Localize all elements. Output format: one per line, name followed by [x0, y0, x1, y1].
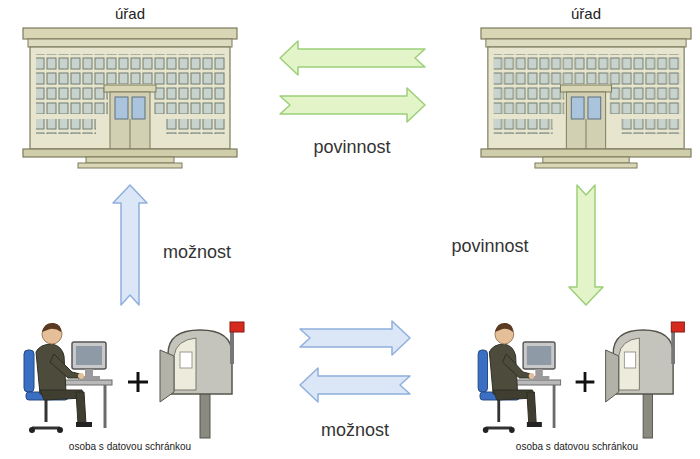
office-node: úřad: [10, 5, 280, 185]
arrow-label: povinnost: [313, 137, 390, 158]
block-arrow: [280, 41, 425, 75]
person-caption: osoba s datovou schránkou: [69, 441, 191, 453]
block-arrow: [569, 185, 603, 305]
arrow-label: možnost: [321, 420, 389, 441]
block-arrow: [300, 321, 410, 355]
person-caption: osoba s datovou schránkou: [516, 441, 638, 453]
person-node: osoba s datovou schránkou: [5, 305, 300, 455]
block-arrow: [113, 185, 147, 305]
person-with-mailbox: [478, 322, 684, 438]
office-building: [481, 28, 691, 168]
office-label: úřad: [571, 5, 601, 22]
office-node: úřad: [425, 5, 695, 185]
office-building: [23, 28, 237, 168]
person-with-mailbox: [24, 322, 244, 438]
office-label: úřad: [115, 5, 145, 22]
block-arrow: [300, 368, 410, 402]
block-arrow: [280, 88, 425, 122]
arrow-label: možnost: [163, 242, 231, 263]
person-node: osoba s datovou schránkou: [410, 305, 695, 455]
arrow-label: povinnost: [451, 236, 528, 257]
